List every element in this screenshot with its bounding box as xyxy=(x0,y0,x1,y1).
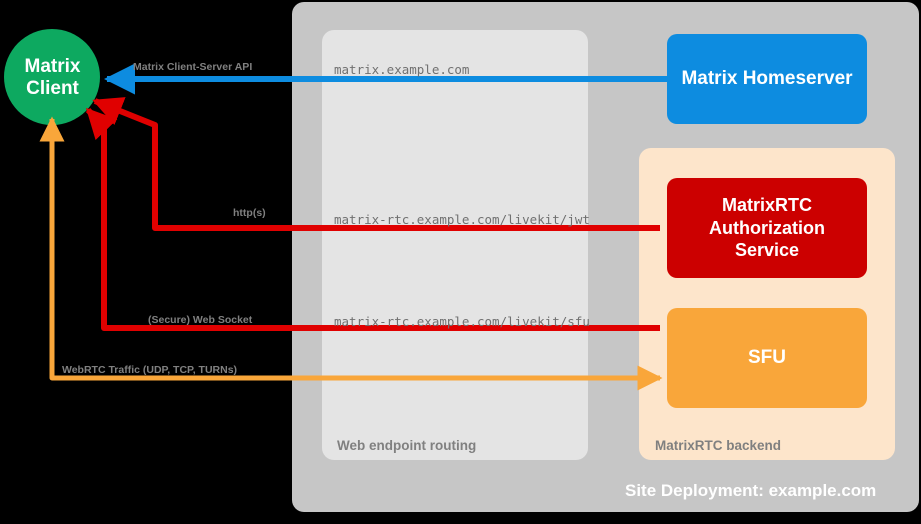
node-matrixrtc-authorization-service[interactable] xyxy=(667,178,867,278)
node-matrix-homeserver[interactable] xyxy=(667,34,867,124)
node-matrix-client[interactable] xyxy=(4,29,100,125)
edge-webrtc-to-sfu xyxy=(39,116,663,391)
panel-web-endpoint-routing xyxy=(322,30,588,460)
node-sfu[interactable] xyxy=(667,308,867,408)
